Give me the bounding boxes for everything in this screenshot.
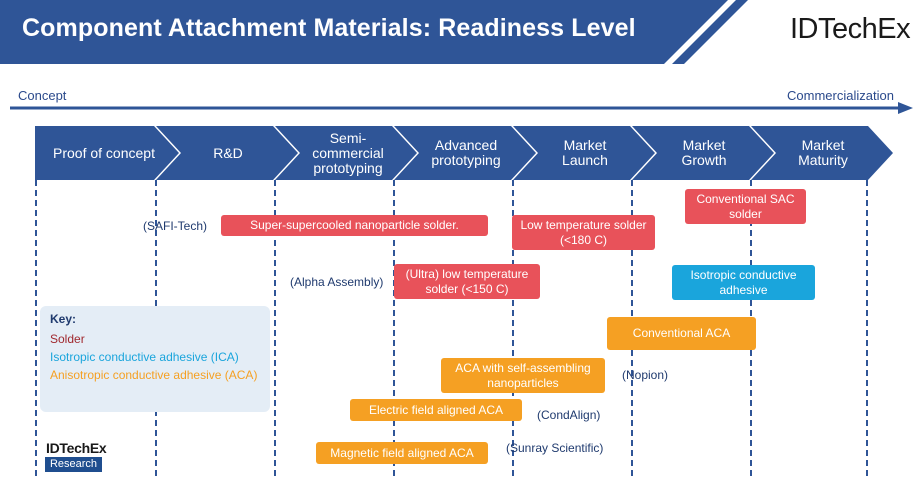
stage-market-launch: Market Launch (562, 137, 608, 168)
stage-chevron (513, 126, 655, 180)
axis-end-label: Commercialization (787, 88, 894, 103)
page-title: Component Attachment Materials: Readines… (22, 14, 636, 42)
axis-start-label: Concept (18, 88, 67, 103)
company-condalign: (CondAlign) (537, 408, 601, 422)
company-safi-tech: (SAFI-Tech) (143, 219, 208, 233)
stage-advanced-prototyping: Advanced prototyping (431, 137, 501, 168)
stage-semi-commercial-prototyping: Semi-commercial prototyping (312, 129, 384, 176)
company-alpha-assembly: (Alpha Assembly) (290, 275, 384, 289)
stage-chevron (35, 126, 179, 180)
stage-chevron (632, 126, 774, 180)
company-nopion: (Nopion) (622, 368, 669, 382)
legend-title: Key: (50, 312, 77, 326)
material-conventional-aca: Conventional ACA (607, 317, 756, 350)
material-super-supercooled-solder: Super-supercooled nanoparticle solder. (221, 215, 488, 236)
stage-chevrons (35, 126, 893, 180)
stage-chevron (751, 126, 893, 180)
legend-item-solder: Solder (50, 332, 85, 346)
legend-item-ica: Isotropic conductive adhesive (ICA) (50, 350, 239, 364)
stage-r-and-d: R&D (213, 144, 243, 161)
idtechex-logo: IDTechEx (790, 13, 911, 45)
idtechex-research-logo-text: IDTechEx (46, 440, 107, 456)
stage-market-maturity: Market Maturity (798, 137, 848, 168)
header-banner (0, 0, 748, 64)
legend-key: Key: Solder Isotropic conductive adhesiv… (40, 306, 270, 412)
stage-market-growth: Market Growth (681, 137, 727, 168)
idtechex-research-logo-badge: Research (45, 457, 102, 472)
stage-chevron (156, 126, 298, 180)
concept-commercialization-arrow (10, 102, 913, 114)
material-electric-field-aca: Electric field aligned ACA (350, 399, 522, 421)
company-sunray-scientific: (Sunray Scientific) (506, 441, 604, 455)
stage-proof-of-concept: Proof of concept (53, 144, 155, 161)
material-aca-self-assembling: ACA with self-assembling nanoparticles (441, 358, 605, 393)
material-low-temperature-solder: Low temperature solder (<180 C) (512, 215, 655, 250)
stage-chevron (275, 126, 417, 180)
material-isotropic-conductive-adhesive: Isotropic conductive adhesive (672, 265, 815, 300)
stage-chevron (394, 126, 536, 180)
material-ultra-low-temperature-solder: (Ultra) low temperature solder (<150 C) (394, 264, 540, 299)
legend-item-aca: Anisotropic conductive adhesive (ACA) (50, 368, 258, 382)
material-magnetic-field-aca: Magnetic field aligned ACA (316, 442, 488, 464)
material-conventional-sac-solder: Conventional SAC solder (685, 189, 806, 224)
